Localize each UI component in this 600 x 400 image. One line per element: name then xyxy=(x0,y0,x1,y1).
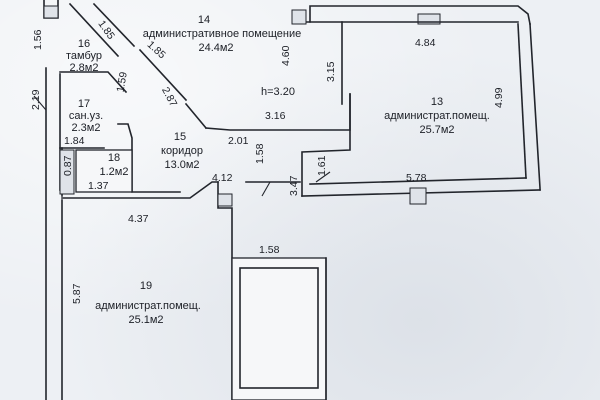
dim-3-16: 3.16 xyxy=(265,110,286,122)
wall-diagonal-1 xyxy=(68,2,120,58)
wall-column-corridor xyxy=(217,193,233,207)
room19-box-outer xyxy=(231,257,327,400)
dim-5-78: 5.78 xyxy=(406,172,427,184)
wall-sanitary-top xyxy=(59,71,128,94)
wall-left-stub xyxy=(33,95,47,111)
wall-diagonal-4 xyxy=(184,102,208,130)
dim-0-87: 0.87 xyxy=(62,155,74,176)
wall-window-bottom xyxy=(409,187,427,205)
dim-2-19: 2.19 xyxy=(30,89,42,110)
room15-name: коридор xyxy=(161,145,203,157)
dim-1-58-corridor: 1.58 xyxy=(254,143,266,164)
room17-number: 17 xyxy=(77,98,91,110)
room16-name: тамбур xyxy=(65,50,103,62)
wall-room19-top xyxy=(61,181,219,199)
room17-area: 2.3м2 xyxy=(71,122,101,134)
room15-number: 15 xyxy=(173,131,187,143)
room14-number: 14 xyxy=(197,14,211,26)
dim-5-87: 5.87 xyxy=(71,283,83,304)
dim-4-12: 4.12 xyxy=(212,172,233,184)
dim-4-84: 4.84 xyxy=(415,37,436,49)
room15-area: 13.0м2 xyxy=(164,159,200,171)
room18-area: 1.2м2 xyxy=(99,166,129,178)
dim-4-37: 4.37 xyxy=(128,213,149,225)
room17-name: сан.уз. xyxy=(68,110,104,122)
wall-corridor-lower-left xyxy=(217,181,233,400)
room13-number: 13 xyxy=(430,96,444,108)
room19-number: 19 xyxy=(139,280,153,292)
room14-area: 24.4м2 xyxy=(198,42,234,54)
dim-2-01: 2.01 xyxy=(228,135,249,147)
wall-room13-bottom-inner xyxy=(309,177,527,185)
wall-diagonal-2 xyxy=(92,2,136,48)
room13-area: 25.7м2 xyxy=(419,124,455,136)
wall-window-top xyxy=(417,13,441,25)
dim-3-47: 3.47 xyxy=(288,175,300,196)
wall-column-room18 xyxy=(59,149,75,195)
room19-box-inner xyxy=(239,267,319,389)
room13-name: администрат.помещ. xyxy=(384,110,490,122)
room19-area: 25.1м2 xyxy=(128,314,164,326)
wall-room13-left xyxy=(301,93,351,197)
wall-right-outer xyxy=(529,23,541,191)
wall-column-top xyxy=(291,9,307,25)
dim-4-60: 4.60 xyxy=(280,45,292,66)
wall-diagonal-3 xyxy=(138,48,188,102)
dim-1-61: 1.61 xyxy=(316,155,328,176)
wall-column-top-left xyxy=(43,5,59,19)
dim-1-58-lower: 1.58 xyxy=(259,244,280,256)
dim-1-37: 1.37 xyxy=(88,180,109,192)
wall-door-corridor xyxy=(261,181,271,197)
dim-1-84: 1.84 xyxy=(64,135,85,147)
room18-number: 18 xyxy=(107,152,121,164)
wall-door-room13 xyxy=(315,171,331,183)
wall-right-inner xyxy=(517,23,527,179)
dim-4-99: 4.99 xyxy=(493,87,505,108)
dim-3-15: 3.15 xyxy=(325,61,337,82)
room18-enclosure xyxy=(75,149,133,193)
dim-1-56: 1.56 xyxy=(32,29,44,50)
room14-name: административное помещение xyxy=(142,28,302,40)
room16-number: 16 xyxy=(77,38,91,50)
room16-area: 2.8м2 xyxy=(69,62,99,74)
ceiling-height: h=3.20 xyxy=(261,86,295,98)
wall-sanitary-step xyxy=(117,123,181,193)
room19-name: администрат.помещ. xyxy=(95,300,201,312)
